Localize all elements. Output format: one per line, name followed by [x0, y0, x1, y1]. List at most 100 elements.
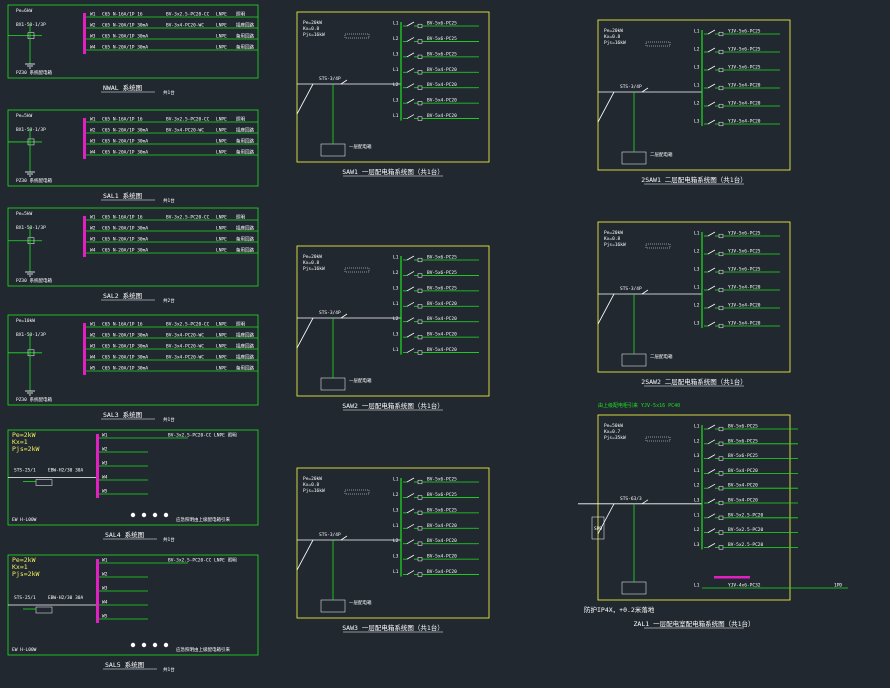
panel-frame: [296, 245, 490, 397]
circuit-code: LNPE: [216, 366, 227, 372]
circuit-cable: YJV-5x6-PC25: [728, 231, 761, 237]
phase-label: L3: [694, 65, 700, 71]
circuit-row: L1 BV-5x2.5-PC20: [694, 512, 798, 520]
circuit-cable: YJV-5x4-PC20: [728, 321, 761, 327]
circuit-number: W3: [102, 461, 108, 467]
circuit-code: LNPE: [216, 333, 227, 339]
breaker-blade: [707, 303, 716, 309]
circuit-cable: BV-3x2.5-PC20-CC: [166, 117, 210, 123]
circuit-cable: BV-3x4-PC20-WC: [166, 23, 204, 29]
circuit-breaker: C65 N-16A/1P 16: [102, 215, 143, 221]
circuit-use: 备用回路: [236, 247, 254, 254]
panel-title: SAW2 一层配电箱系统图（共1台）: [342, 401, 443, 410]
circuit-cable: BV-5x6-PC25: [427, 507, 457, 513]
circuit-breaker: C65 N-20A/1P 30mA: [102, 139, 148, 145]
breaker-blade: [406, 52, 415, 58]
circuit-code: LNPE: [216, 12, 227, 18]
top-note: 由上级配电柜引来 YJV-5x16 PC40: [598, 402, 680, 409]
phase-label: L1: [694, 512, 700, 518]
panel-bottom-right: 应急照明由上级配电箱引来: [176, 646, 230, 653]
circuit-use: 照明: [236, 322, 245, 328]
circuit-cable: BV-5x6-PC25: [427, 285, 457, 291]
circuit-use: 备用回路: [236, 138, 254, 145]
switch-label: STS-25/1: [14, 595, 36, 601]
circuit-use: 备用回路: [236, 236, 254, 243]
circuit-code: LNPE: [216, 344, 227, 350]
main-breaker-blade: [340, 79, 348, 85]
phase-label: L2: [694, 249, 700, 255]
panel-frame: [7, 4, 259, 79]
panel-frame: [597, 19, 791, 171]
panel-title: SAL1 系统图: [103, 191, 142, 200]
circuit-cable: BV-5x6-PC25: [427, 270, 457, 276]
circuit-cable: BV-3x2.5-PC20-CC: [166, 215, 210, 221]
phase-label: L1: [393, 569, 399, 575]
phase-label: L1: [694, 583, 700, 589]
circuit-cable: BV-5x4-PC20: [427, 347, 457, 353]
panel-foot: 二层配电箱: [650, 151, 673, 158]
circuit-cable: BV-5x4-PC20: [427, 523, 457, 529]
circuit-breaker: C65 N-16A/1P 16: [102, 322, 143, 328]
circuit-breaker: C65 N-20A/1P 30mA: [102, 248, 148, 254]
circuit-number: W1: [90, 117, 96, 123]
phase-label: L3: [393, 98, 399, 104]
panel-bottom-label: PZ30 系统配电箱: [16, 396, 53, 403]
circuit-breaker: C65 N-20A/1P 30mA: [102, 128, 148, 134]
circuit-number: W3: [102, 586, 108, 592]
breaker-blade: [707, 29, 716, 35]
busbar: [83, 216, 86, 257]
breaker-blade: [406, 286, 415, 292]
phase-label: L2: [694, 527, 700, 533]
circuit-breaker: C65 N-20A/1P 30mA: [102, 355, 148, 361]
circuit-use: 插座回路: [236, 127, 254, 134]
terminal-dot: [130, 512, 136, 518]
breaker-blade: [406, 477, 415, 483]
phase-label: L2: [694, 303, 700, 309]
circuit-code: LNPE: [216, 215, 227, 221]
main-breaker-blade: [641, 499, 649, 505]
circuit-number: W1: [102, 433, 108, 439]
breaker-blade: [406, 255, 415, 261]
breaker-blade: [406, 539, 415, 545]
phase-label: L3: [393, 285, 399, 291]
panel-note: 共1台: [163, 536, 175, 543]
main-breaker-blade: [340, 535, 348, 541]
circuit-cable: BV-5x4-PC20: [427, 98, 457, 104]
main-breaker-label: STS-3/4P: [319, 532, 341, 538]
main-breaker-blade: [641, 87, 649, 93]
breaker-blade: [707, 469, 716, 474]
circuit-cable: BV-3x4-PC20-WC: [166, 128, 204, 134]
magenta-link: [714, 576, 750, 579]
circuit-cable: BV-5x6-PC25: [427, 492, 457, 498]
main-breaker-box: [27, 349, 35, 357]
breaker-blade: [707, 513, 716, 519]
circuit-cable: BV-3x4-PC20-WC: [166, 344, 204, 350]
circuit-code: LNPE: [216, 226, 227, 232]
circuit-number: W4: [90, 45, 96, 51]
ats-box: [35, 606, 53, 614]
header-line: Pe=2kW: [12, 431, 36, 439]
circuit-number: W1: [90, 215, 96, 221]
circuit-cable: BV-5x6-PC25: [728, 438, 758, 444]
circuit-cable: BV-5x2.5-PC20: [728, 512, 764, 518]
circuit-cable: BV-5x6-PC25: [427, 36, 457, 42]
circuit-row: W4: [99, 475, 148, 481]
